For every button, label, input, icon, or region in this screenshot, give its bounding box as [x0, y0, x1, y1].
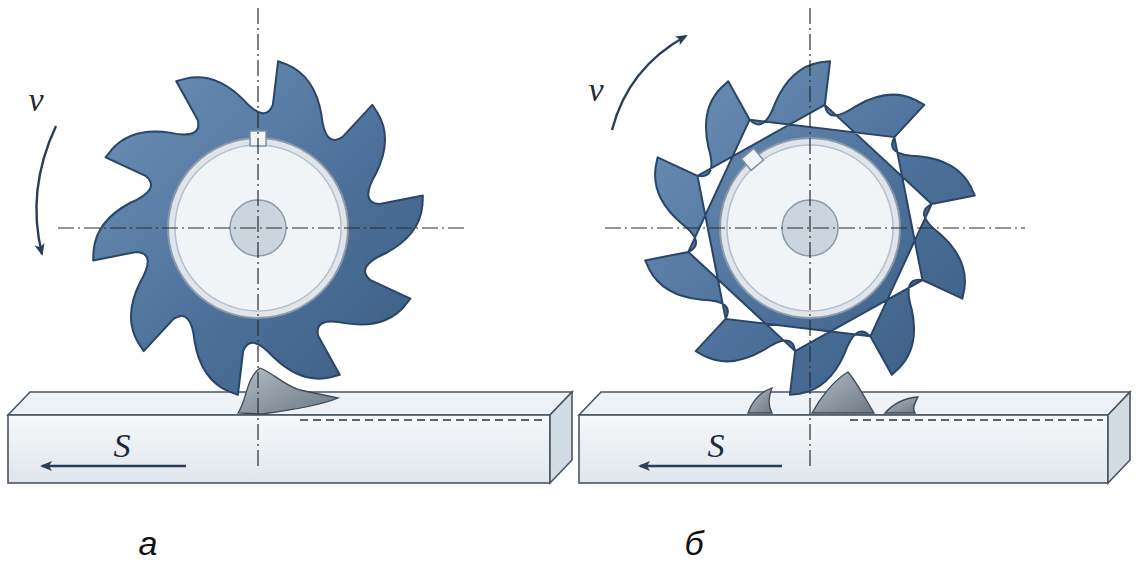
chip — [748, 388, 772, 413]
feed-label: S — [114, 429, 131, 463]
feed-arrow — [42, 465, 186, 467]
center-line — [605, 227, 1025, 228]
workpiece-side — [550, 392, 572, 483]
chip — [238, 368, 338, 414]
feed-arrow — [640, 465, 782, 467]
panel-letter: б — [684, 526, 703, 560]
rotation-arrow — [36, 126, 56, 254]
chip — [812, 372, 874, 413]
cut-line — [850, 419, 1103, 420]
workpiece-side — [1108, 392, 1130, 483]
center-lines — [58, 8, 1025, 470]
cut-line — [300, 419, 545, 420]
feed-label: S — [708, 429, 725, 463]
workpiece-front — [8, 415, 550, 483]
velocity-label: v — [28, 83, 43, 117]
center-line — [257, 8, 258, 470]
center-line — [809, 8, 810, 470]
chip — [885, 397, 918, 413]
center-line — [58, 227, 468, 228]
workpiece-front — [579, 415, 1108, 483]
velocity-label: v — [588, 73, 603, 107]
keyway — [742, 149, 764, 171]
panel-letter: а — [139, 526, 158, 560]
rotation-arrow — [612, 36, 686, 130]
